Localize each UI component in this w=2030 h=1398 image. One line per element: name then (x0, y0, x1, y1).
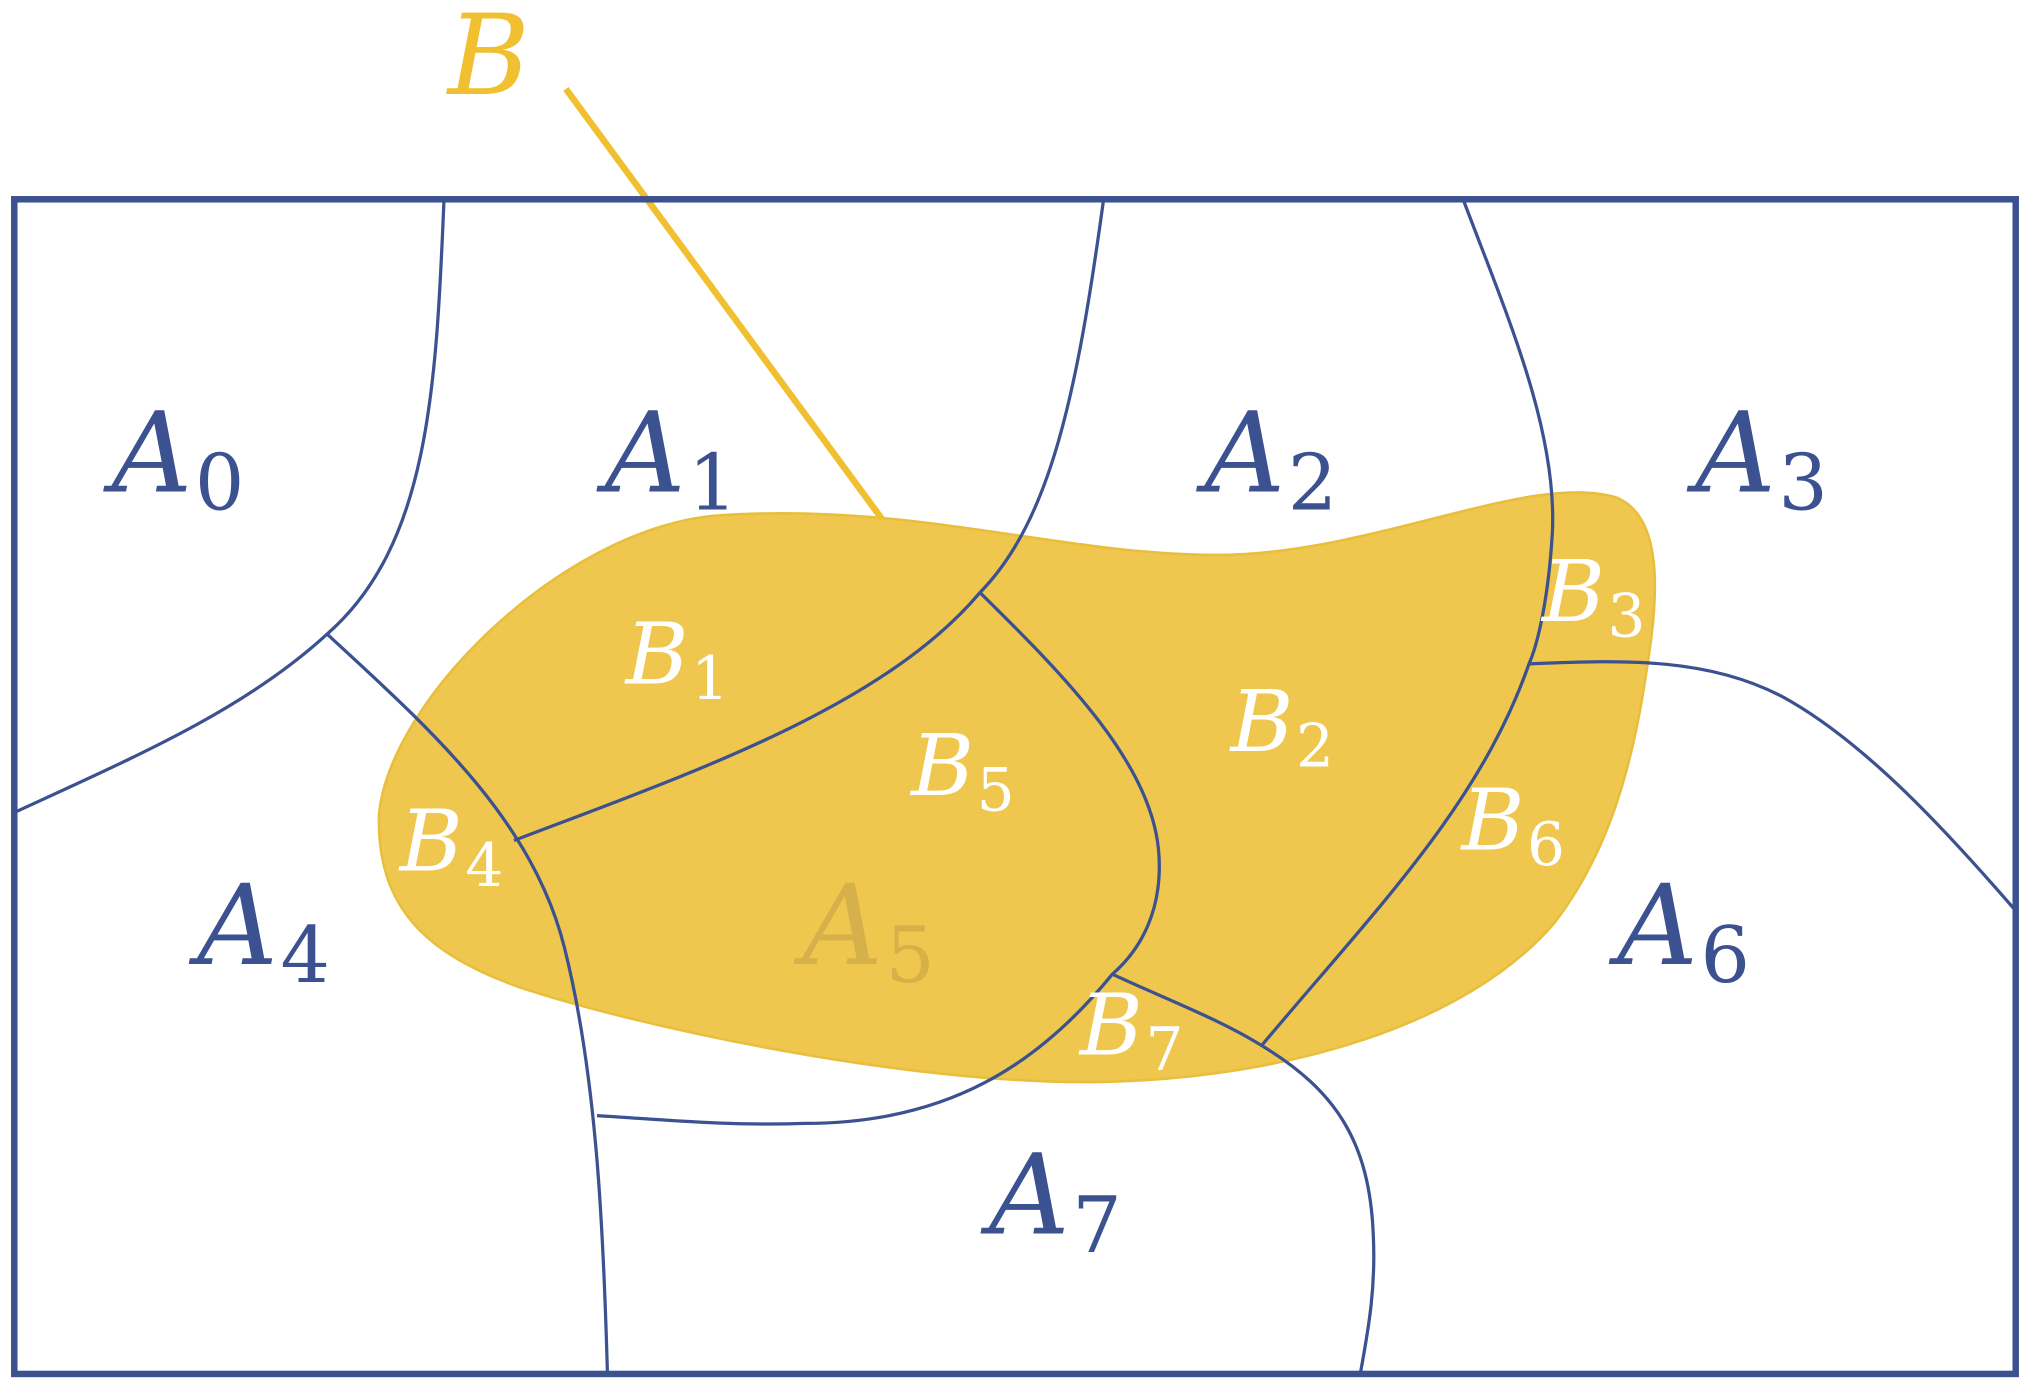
partition-line (596, 591, 1161, 1126)
partition-line (1111, 972, 1376, 1375)
label-b1: B1 (624, 604, 730, 714)
partition-line (1528, 660, 2016, 911)
label-b3: B3 (1540, 542, 1646, 652)
label-a6: A6 (1608, 861, 1750, 1001)
set-b-label: B (446, 0, 530, 121)
label-b6: B6 (1459, 771, 1565, 881)
label-a0: A0 (103, 388, 245, 528)
partition-line (325, 632, 610, 1374)
label-a2: A2 (1196, 388, 1338, 528)
label-a4: A4 (188, 861, 330, 1001)
partition-line (513, 201, 1105, 842)
set-b-region (377, 491, 1657, 1084)
set-b-leader-line (563, 87, 886, 522)
partition-line (1260, 201, 1555, 1047)
label-a3: A3 (1686, 388, 1828, 528)
label-a5: A5 (793, 861, 935, 1001)
label-b4: B4 (398, 791, 504, 901)
label-b5: B5 (909, 716, 1015, 826)
partition-lines (14, 201, 2016, 1375)
label-b7: B7 (1078, 976, 1184, 1086)
label-a1: A1 (596, 388, 738, 528)
label-a7: A7 (980, 1131, 1122, 1271)
outer-frame (11, 196, 2019, 1378)
label-b2: B2 (1228, 672, 1334, 782)
